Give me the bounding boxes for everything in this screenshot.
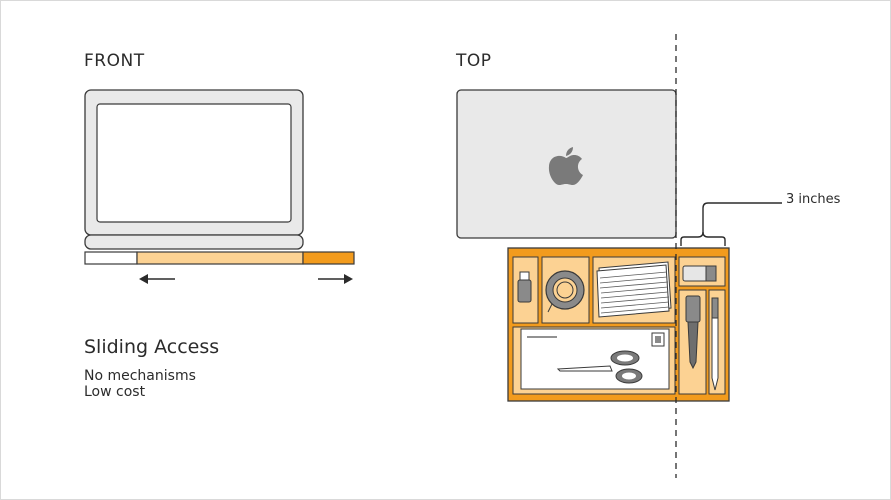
- dimension-label: 3 inches: [786, 192, 841, 207]
- arrow-right-icon: [318, 274, 353, 284]
- eraser-icon: [682, 265, 717, 282]
- laptop-base: [84, 234, 304, 250]
- usb-drive-icon: [517, 271, 532, 303]
- top-view-heading: TOP: [456, 51, 492, 71]
- laptop-screen: [96, 103, 292, 223]
- pen-icon: [711, 297, 719, 391]
- arrow-left-icon: [139, 274, 175, 284]
- tape-roll-icon: [545, 270, 585, 313]
- envelope-icon: [520, 328, 670, 390]
- concept-note-1: No mechanisms: [84, 368, 196, 384]
- dimension-bracket: [680, 202, 782, 246]
- apple-logo-icon: [548, 147, 583, 185]
- concept-title: Sliding Access: [84, 336, 220, 358]
- front-view-heading: FRONT: [84, 51, 145, 71]
- index-cards-icon: [596, 261, 672, 318]
- front-slide-drawer: [84, 251, 355, 265]
- front-laptop: [84, 89, 304, 250]
- scissors-icon: [556, 350, 643, 384]
- concept-note-2: Low cost: [84, 384, 146, 400]
- marker-icon: [685, 295, 701, 370]
